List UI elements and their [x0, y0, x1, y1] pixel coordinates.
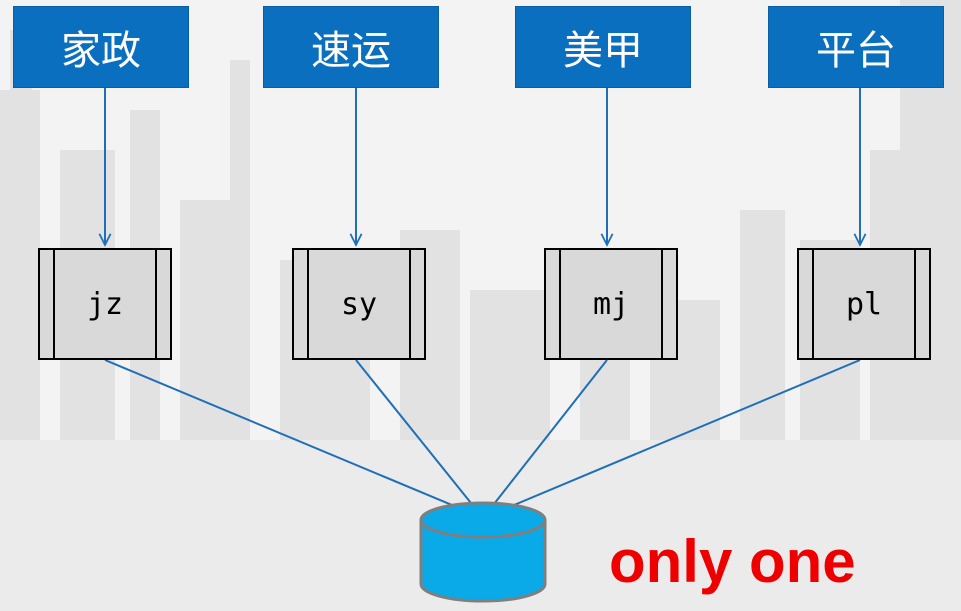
process-bar-right: [155, 250, 170, 358]
database-cylinder-icon: [419, 501, 547, 603]
process-label: pl: [845, 286, 883, 322]
process-label: mj: [592, 286, 630, 322]
process-bar-left: [294, 250, 309, 358]
top-node-label: 速运: [311, 28, 391, 74]
only-one-note: only one: [609, 528, 856, 595]
process-bar-right: [409, 250, 424, 358]
top-node-label: 美甲: [563, 28, 643, 74]
process-node-sy: sy: [292, 248, 426, 360]
process-label: jz: [86, 286, 124, 322]
arrow-mj-to-database: [483, 359, 608, 518]
process-bar-right: [914, 250, 929, 358]
top-node-meijia: 美甲: [515, 6, 691, 88]
process-node-pl: pl: [797, 248, 931, 360]
process-bar-left: [546, 250, 561, 358]
top-node-label: 平台: [816, 28, 896, 74]
process-bar-left: [799, 250, 814, 358]
process-bar-right: [661, 250, 676, 358]
process-bar-left: [40, 250, 55, 358]
process-label: sy: [340, 286, 378, 322]
process-node-mj: mj: [544, 248, 678, 360]
top-node-pingtai: 平台: [768, 6, 944, 88]
arrow-jz-to-database: [104, 359, 483, 518]
arrow-sy-to-database: [355, 359, 483, 518]
arrow-pl-to-database: [483, 359, 861, 518]
top-node-label: 家政: [61, 28, 141, 74]
top-node-jiazheng: 家政: [13, 6, 189, 88]
top-node-suyun: 速运: [263, 6, 439, 88]
process-node-jz: jz: [38, 248, 172, 360]
